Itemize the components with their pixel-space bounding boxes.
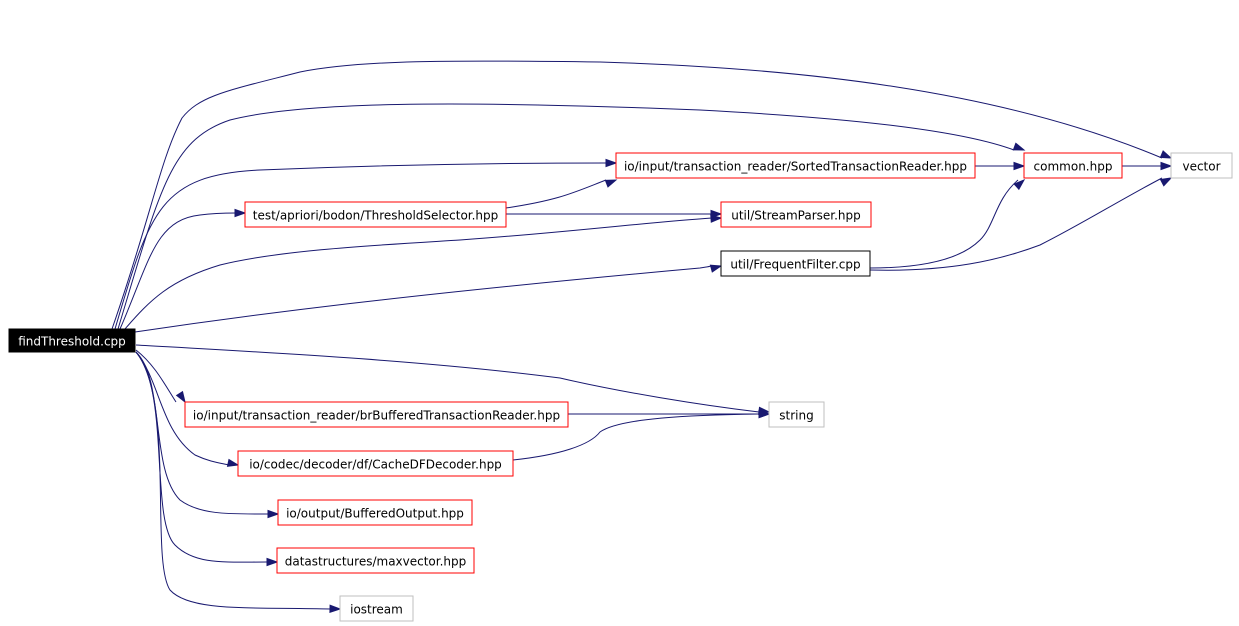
edge-line [869, 177, 1163, 271]
node-box [277, 499, 473, 526]
node-label: iostream [350, 603, 403, 617]
edge-line [135, 351, 332, 610]
node-box [244, 201, 507, 228]
node-label: io/input/transaction_reader/brBufferedTr… [193, 409, 560, 423]
edge-arrowhead [604, 179, 618, 188]
node-label: util/StreamParser.hpp [731, 209, 861, 223]
node-box [1170, 152, 1233, 179]
edge-line [135, 344, 760, 413]
edge-line [124, 217, 713, 330]
nodes-layer: findThreshold.cpp io/input/transaction_re… [8, 152, 1233, 622]
edge-arrowhead [226, 458, 240, 467]
edge-findThreshold-to-threshold [119, 208, 247, 330]
edge-line [135, 349, 177, 403]
edge-arrowhead [709, 264, 723, 273]
node-label: datastructures/maxvector.hpp [285, 555, 467, 569]
edge-line [512, 413, 760, 461]
node-sorted[interactable]: io/input/transaction_reader/SortedTransa… [615, 152, 976, 179]
node-label: io/output/BufferedOutput.hpp [286, 507, 464, 521]
node-threshold[interactable]: test/apriori/bodon/ThresholdSelector.hpp [244, 201, 507, 228]
edge-findThreshold-to-sorted [114, 158, 618, 330]
edge-threshold-to-streamparser [506, 209, 723, 219]
edge-line [135, 351, 230, 466]
edge-arrowhead [1013, 161, 1026, 171]
node-box [615, 152, 976, 179]
node-box [720, 201, 872, 228]
node-box [768, 401, 825, 428]
node-label: io/codec/decoder/df/CacheDFDecoder.hpp [249, 458, 502, 472]
edge-sorted-to-common [975, 161, 1026, 171]
node-box [8, 328, 136, 353]
edge-arrowhead [267, 509, 280, 519]
edge-line [114, 162, 607, 330]
edge-findThreshold-to-brbuffered [135, 349, 186, 404]
node-vector: vector [1170, 152, 1233, 179]
edge-arrowhead [1159, 150, 1173, 159]
node-brbuffered[interactable]: io/input/transaction_reader/brBufferedTr… [184, 401, 569, 428]
edge-frequentfilter-to-vector [869, 177, 1173, 271]
edge-arrowhead [1012, 142, 1026, 151]
node-string: string [768, 401, 825, 428]
edge-findThreshold-to-common [117, 103, 1026, 330]
edge-line [135, 351, 269, 515]
edge-arrowhead [1160, 161, 1173, 171]
edge-cachedf-to-string [512, 409, 771, 461]
node-box [276, 547, 475, 574]
edge-arrowhead [329, 604, 342, 613]
edge-arrowhead [758, 409, 771, 419]
edges-layer [111, 60, 1173, 613]
edge-arrowhead [175, 390, 186, 404]
edge-line [119, 212, 237, 330]
edge-findThreshold-to-streamparser [124, 214, 723, 330]
node-label: util/FrequentFilter.cpp [730, 258, 860, 272]
node-label: common.hpp [1034, 160, 1113, 174]
node-maxvector[interactable]: datastructures/maxvector.hpp [276, 547, 475, 574]
edge-findThreshold-to-frequentfilter [134, 264, 723, 333]
node-findThreshold: findThreshold.cpp [8, 328, 136, 353]
edge-arrowhead [1159, 177, 1173, 187]
edge-threshold-to-sorted [505, 179, 618, 209]
node-label: test/apriori/bodon/ThresholdSelector.hpp [253, 209, 499, 223]
node-label: io/input/transaction_reader/SortedTransa… [624, 160, 967, 174]
edge-frequentfilter-to-common [869, 178, 1026, 269]
edge-findThreshold-to-iostream [135, 351, 342, 613]
node-box [237, 450, 514, 477]
edge-line [134, 265, 712, 333]
node-label: string [779, 409, 813, 423]
node-box [1023, 152, 1123, 179]
edge-arrowhead [266, 557, 279, 567]
edge-line [505, 179, 607, 209]
node-streamparser[interactable]: util/StreamParser.hpp [720, 201, 872, 228]
node-iostream: iostream [339, 595, 414, 622]
node-bufferedoutput[interactable]: io/output/BufferedOutput.hpp [277, 499, 473, 526]
node-label: vector [1182, 160, 1220, 174]
node-common[interactable]: common.hpp [1023, 152, 1123, 179]
node-frequentfilter[interactable]: util/FrequentFilter.cpp [720, 250, 871, 277]
edge-line [117, 103, 1015, 330]
edge-findThreshold-to-cachedf [135, 351, 240, 467]
edge-arrowhead [1013, 178, 1026, 191]
edge-line [869, 179, 1019, 269]
node-cachedf[interactable]: io/codec/decoder/df/CacheDFDecoder.hpp [237, 450, 514, 477]
edge-common-to-vector [1122, 161, 1173, 171]
edge-line [111, 60, 1163, 330]
edge-arrowhead [234, 208, 247, 218]
node-box [184, 401, 569, 428]
node-label: findThreshold.cpp [18, 335, 126, 349]
node-box [720, 250, 871, 277]
edge-arrowhead [710, 209, 723, 219]
edge-arrowhead [605, 158, 618, 168]
node-box [339, 595, 414, 622]
edge-findThreshold-to-vector [111, 60, 1173, 330]
